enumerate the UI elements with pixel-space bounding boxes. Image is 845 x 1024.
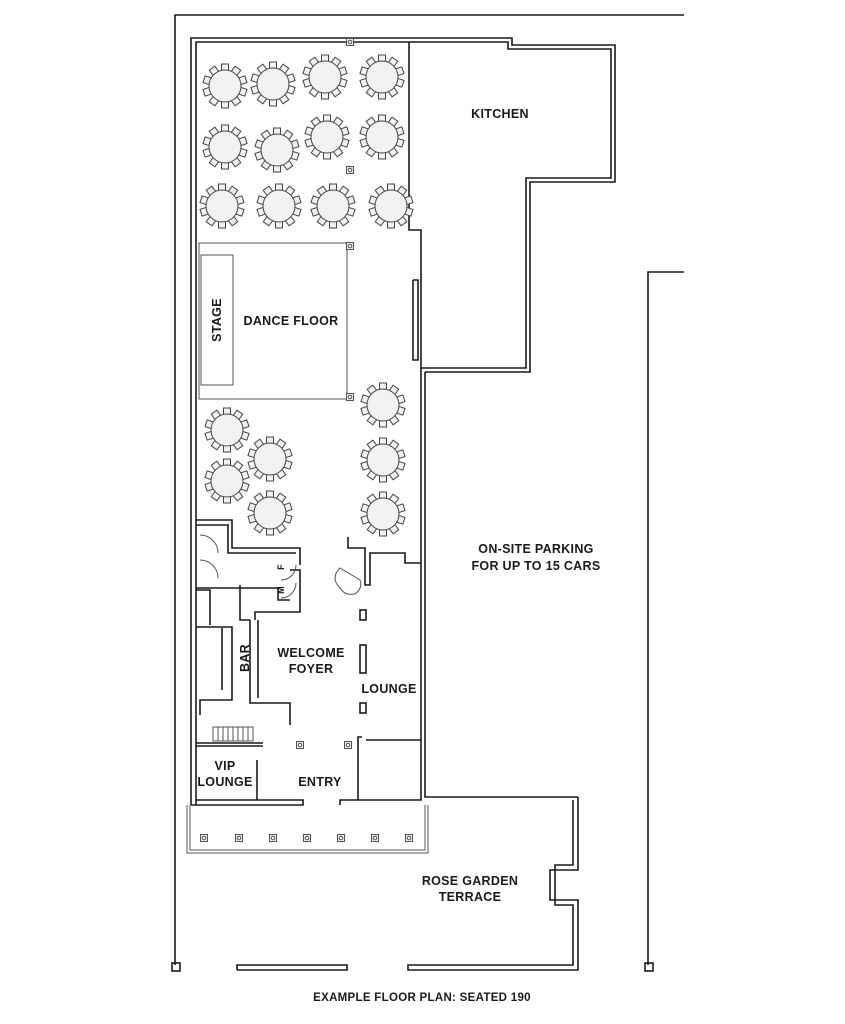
round-table [254,127,300,173]
column [346,242,354,250]
column [303,834,311,842]
vip-label-line2: LOUNGE [197,775,252,789]
table-top [316,189,350,223]
column [346,38,354,46]
column [337,834,345,842]
column [200,834,208,842]
table-top [260,133,294,167]
site-boundary [171,14,684,972]
bar-label: BAR [238,644,252,672]
terrace-label-line1: ROSE GARDEN [422,874,518,888]
table-top [253,442,287,476]
round-table [304,114,350,160]
tables [199,54,414,537]
table-top [210,464,244,498]
stage [200,254,234,386]
table-top [366,497,400,531]
column [235,834,243,842]
round-table [360,491,406,537]
round-table [310,183,356,229]
stairs [212,726,254,742]
foyer-label-line2: FOYER [289,662,334,676]
foyer-label-line1: WELCOME [277,646,344,660]
round-table [302,54,348,100]
table-top [310,120,344,154]
table-top [262,189,296,223]
kitchen-label: KITCHEN [471,107,529,121]
column [371,834,379,842]
entry-label: ENTRY [298,775,342,789]
restroom-m-label: M [276,586,286,594]
round-table [360,382,406,428]
table-top [365,120,399,154]
dance-floor-label: DANCE FLOOR [244,314,339,328]
restroom-f-label: F [276,564,286,570]
round-table [204,407,250,453]
round-table [368,183,414,229]
lounge-label: LOUNGE [361,682,416,696]
table-top [374,189,408,223]
table-top [308,60,342,94]
dance-floor [198,242,348,400]
round-table [199,183,245,229]
building-walls [190,37,616,806]
parking-label-line1: ON-SITE PARKING [478,542,593,556]
table-top [208,130,242,164]
column [344,741,352,749]
round-table [256,183,302,229]
round-table [359,54,405,100]
table-top [208,69,242,103]
terrace [186,38,579,971]
table-top [205,189,239,223]
table-top [253,496,287,530]
round-table [359,114,405,160]
kitchen-walls [409,37,616,373]
round-table [202,124,248,170]
column [346,393,354,401]
round-table [250,61,296,107]
column [405,834,413,842]
stage-label: STAGE [210,298,224,342]
table-top [210,413,244,447]
table-top [256,67,290,101]
table-top [366,443,400,477]
column [296,741,304,749]
round-table [360,437,406,483]
column [269,834,277,842]
round-table [204,458,250,504]
parking-label-line2: FOR UP TO 15 CARS [472,559,601,573]
column [346,166,354,174]
terrace-label-line2: TERRACE [439,890,502,904]
table-top [365,60,399,94]
plan-caption: EXAMPLE FLOOR PLAN: SEATED 190 [313,992,531,1004]
table-top [366,388,400,422]
piano [334,567,362,595]
round-table [247,436,293,482]
round-table [247,490,293,536]
vip-label-line1: VIP [214,759,235,773]
round-table [202,63,248,109]
